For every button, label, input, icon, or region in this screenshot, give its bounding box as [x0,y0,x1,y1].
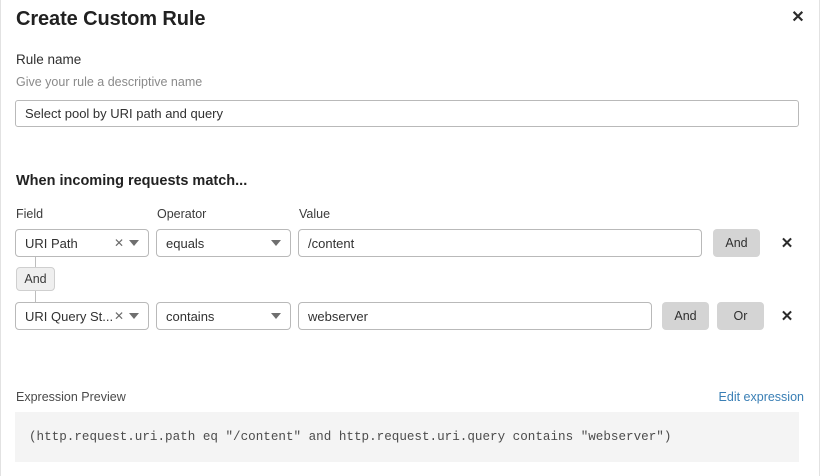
column-header-field: Field [16,207,44,221]
field-select-value: URI Path [25,235,78,251]
match-section-heading: When incoming requests match... [16,173,248,189]
expression-code: (http.request.uri.path eq "/content" and… [29,430,672,444]
rule-name-help-text: Give your rule a descriptive name [16,75,203,89]
condition-row: URI Query St... ✕ contains And Or ✕ [1,302,819,330]
value-input[interactable] [298,229,702,257]
column-header-operator: Operator [157,207,207,221]
operator-select[interactable]: contains [156,302,291,330]
delete-condition-icon[interactable]: ✕ [776,303,798,329]
or-button[interactable]: Or [717,302,764,330]
close-small-icon[interactable]: ✕ [113,236,124,250]
edit-expression-link[interactable]: Edit expression [718,390,804,404]
operator-select-value: equals [166,235,205,251]
close-icon[interactable]: ✕ [785,5,811,31]
close-small-icon[interactable]: ✕ [113,309,124,323]
condition-row: URI Path ✕ equals And ✕ [1,229,819,257]
expression-preview-label: Expression Preview [16,390,126,404]
delete-condition-icon[interactable]: ✕ [776,230,798,256]
and-button[interactable]: And [713,229,760,257]
page-title: Create Custom Rule [16,8,206,30]
field-select[interactable]: URI Path ✕ [15,229,149,257]
expression-preview-box: (http.request.uri.path eq "/content" and… [15,412,799,462]
field-select[interactable]: URI Query St... ✕ [15,302,149,330]
chevron-down-icon [271,313,281,319]
operator-select-value: contains [166,308,215,324]
chevron-down-icon [129,313,139,319]
operator-select[interactable]: equals [156,229,291,257]
field-select-value: URI Query St... [25,308,112,324]
and-button[interactable]: And [662,302,709,330]
connector-and-badge[interactable]: And [16,267,55,291]
chevron-down-icon [129,240,139,246]
column-header-value: Value [299,207,331,221]
value-input[interactable] [298,302,652,330]
chevron-down-icon [271,240,281,246]
rule-name-input[interactable] [15,100,799,127]
rule-name-label: Rule name [16,52,82,67]
